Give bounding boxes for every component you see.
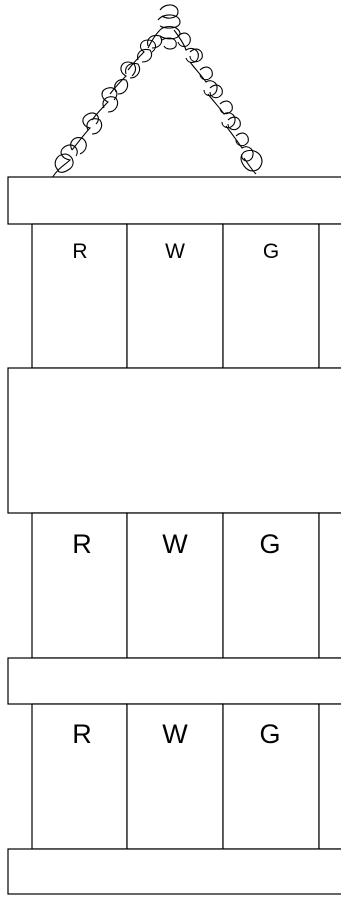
tier-3-cell-4 — [319, 704, 341, 849]
tier-2-label-3: G — [259, 529, 280, 559]
tier-1-cell-4 — [319, 224, 341, 368]
band-3 — [8, 658, 341, 704]
rope-hanger — [52, 5, 262, 178]
rope-left-strand — [52, 30, 160, 178]
tier-3-label-1: R — [72, 719, 92, 749]
tier-3-label-3: G — [259, 719, 280, 749]
band-4 — [8, 849, 341, 894]
tier-1-label-1: R — [72, 240, 87, 263]
tier-1-label-3: G — [263, 240, 279, 263]
tier-2-label-1: R — [72, 529, 92, 559]
tier-3-label-2: W — [162, 719, 188, 749]
band-1 — [8, 177, 341, 224]
tier-2: R W G — [32, 513, 341, 658]
tier-1: R W G — [32, 224, 341, 368]
tier-1-label-2: W — [165, 240, 185, 263]
tier-2-label-2: W — [162, 529, 188, 559]
rope-right-beads — [178, 33, 262, 171]
tier-2-cell-4 — [319, 513, 341, 658]
rope-left-beads — [55, 35, 161, 172]
band-2 — [8, 368, 341, 513]
tier-3: R W G — [32, 704, 341, 849]
